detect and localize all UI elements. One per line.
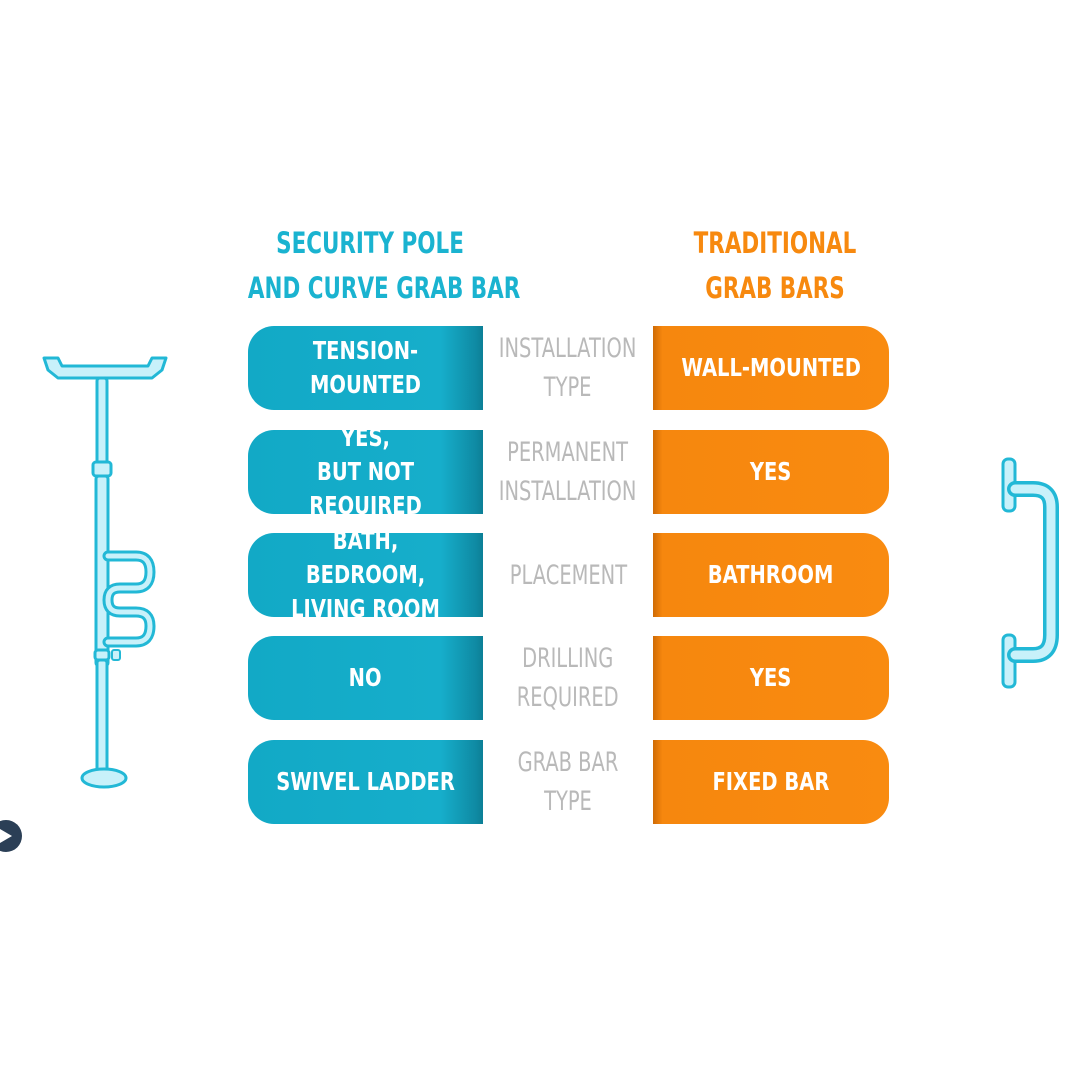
cell-text: BATH, BEDROOM, LIVING ROOM <box>291 533 440 617</box>
security-pole-header: SECURITY POLE AND CURVE GRAB BAR <box>247 221 521 311</box>
security-pole-value-permanent-installation: YES, BUT NOT REQUIRED <box>248 430 483 514</box>
traditional-grab-bars-header: TRADITIONAL GRAB BARS <box>653 221 897 311</box>
security-pole-value-drilling-required: NO <box>248 636 483 720</box>
security-pole-value-grab-bar-type: SWIVEL LADDER <box>248 740 483 824</box>
grab-bars-value-placement: BATHROOM <box>653 533 889 617</box>
traditional-header-line-1: TRADITIONAL <box>693 226 857 260</box>
cell-text: YES <box>750 457 792 486</box>
security-pole-value-placement: BATH, BEDROOM, LIVING ROOM <box>248 533 483 617</box>
cell-text: WALL-MOUNTED <box>681 353 861 382</box>
cell-text: NO <box>349 663 382 692</box>
criteria-label-drilling-required: DRILLING REQUIRED <box>488 636 648 720</box>
cell-text: INSTALLATION TYPE <box>499 333 637 403</box>
criteria-label-installation-type: INSTALLATION TYPE <box>488 326 648 410</box>
cell-text: YES, BUT NOT REQUIRED <box>309 430 422 514</box>
grab-bars-value-permanent-installation: YES <box>653 430 889 514</box>
cell-text: YES <box>750 663 792 692</box>
security-pole-icon <box>42 356 168 789</box>
grab-bars-value-drilling-required: YES <box>653 636 889 720</box>
security-pole-header-line-2: AND CURVE GRAB BAR <box>247 271 521 305</box>
cell-text: GRAB BAR TYPE <box>517 747 619 817</box>
grab-bar-icon <box>1001 457 1059 689</box>
cell-text: PLACEMENT <box>509 559 627 591</box>
security-pole-value-installation-type: TENSION-MOUNTED <box>248 326 483 410</box>
grab-bars-value-grab-bar-type: FIXED BAR <box>653 740 889 824</box>
traditional-header-line-2: GRAB BARS <box>705 271 845 305</box>
cell-text: TENSION-MOUNTED <box>310 336 421 399</box>
cell-text: PERMANENT INSTALLATION <box>499 437 637 507</box>
criteria-label-grab-bar-type: GRAB BAR TYPE <box>488 740 648 824</box>
criteria-label-permanent-installation: PERMANENT INSTALLATION <box>488 430 648 514</box>
play-icon[interactable] <box>0 818 24 854</box>
criteria-label-placement: PLACEMENT <box>488 533 648 617</box>
cell-text: BATHROOM <box>708 560 834 589</box>
cell-text: DRILLING REQUIRED <box>517 643 619 713</box>
security-pole-header-line-1: SECURITY POLE <box>276 226 464 260</box>
cell-text: FIXED BAR <box>712 767 830 796</box>
cell-text: SWIVEL LADDER <box>276 767 455 796</box>
grab-bars-value-installation-type: WALL-MOUNTED <box>653 326 889 410</box>
